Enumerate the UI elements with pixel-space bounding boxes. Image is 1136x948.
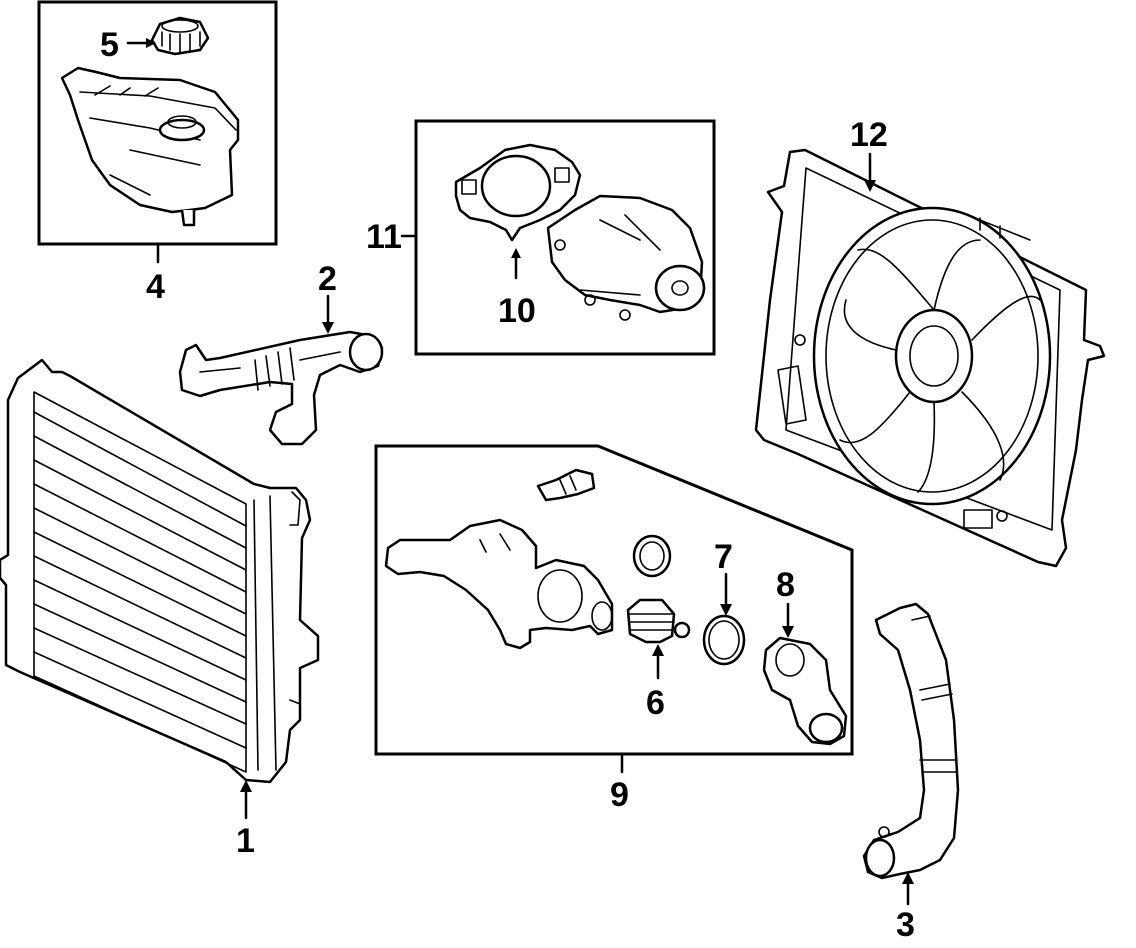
callout-6: 6 (646, 684, 665, 722)
temperature-sensor[interactable] (536, 468, 596, 502)
thermostat-group: 6 7 8 9 (374, 444, 854, 814)
thermostat-housing[interactable] (762, 636, 848, 746)
thermostat-box (374, 444, 854, 756)
water-pump-group: 11 10 (366, 119, 716, 356)
cooling-fan-assembly[interactable] (754, 148, 1106, 568)
coolant-reservoir[interactable] (60, 66, 240, 227)
callout-10: 10 (498, 292, 536, 330)
callout-5: 5 (100, 26, 119, 64)
callout-4: 4 (146, 268, 165, 306)
upper-radiator-hose[interactable] (178, 330, 384, 446)
callout-1: 1 (236, 822, 255, 860)
callout-3: 3 (896, 906, 915, 944)
reservoir-group: 5 4 (37, 0, 278, 306)
radiator[interactable] (0, 358, 320, 784)
thermostat-o-ring[interactable] (702, 614, 746, 666)
callout-7: 7 (714, 538, 733, 576)
lower-radiator-hose[interactable] (862, 602, 960, 880)
water-pump[interactable] (546, 194, 706, 321)
reservoir-cap[interactable] (150, 16, 210, 56)
callout-11: 11 (366, 218, 402, 256)
thermostat[interactable] (626, 598, 691, 644)
callout-12: 12 (850, 116, 888, 154)
coolant-outlet-housing[interactable] (384, 518, 614, 650)
callout-8: 8 (776, 566, 795, 604)
callout-9: 9 (610, 776, 629, 814)
outlet-seal[interactable] (632, 534, 672, 578)
callout-2: 2 (318, 260, 337, 298)
water-pump-gasket[interactable] (454, 143, 582, 242)
water-pump-box (414, 119, 716, 356)
